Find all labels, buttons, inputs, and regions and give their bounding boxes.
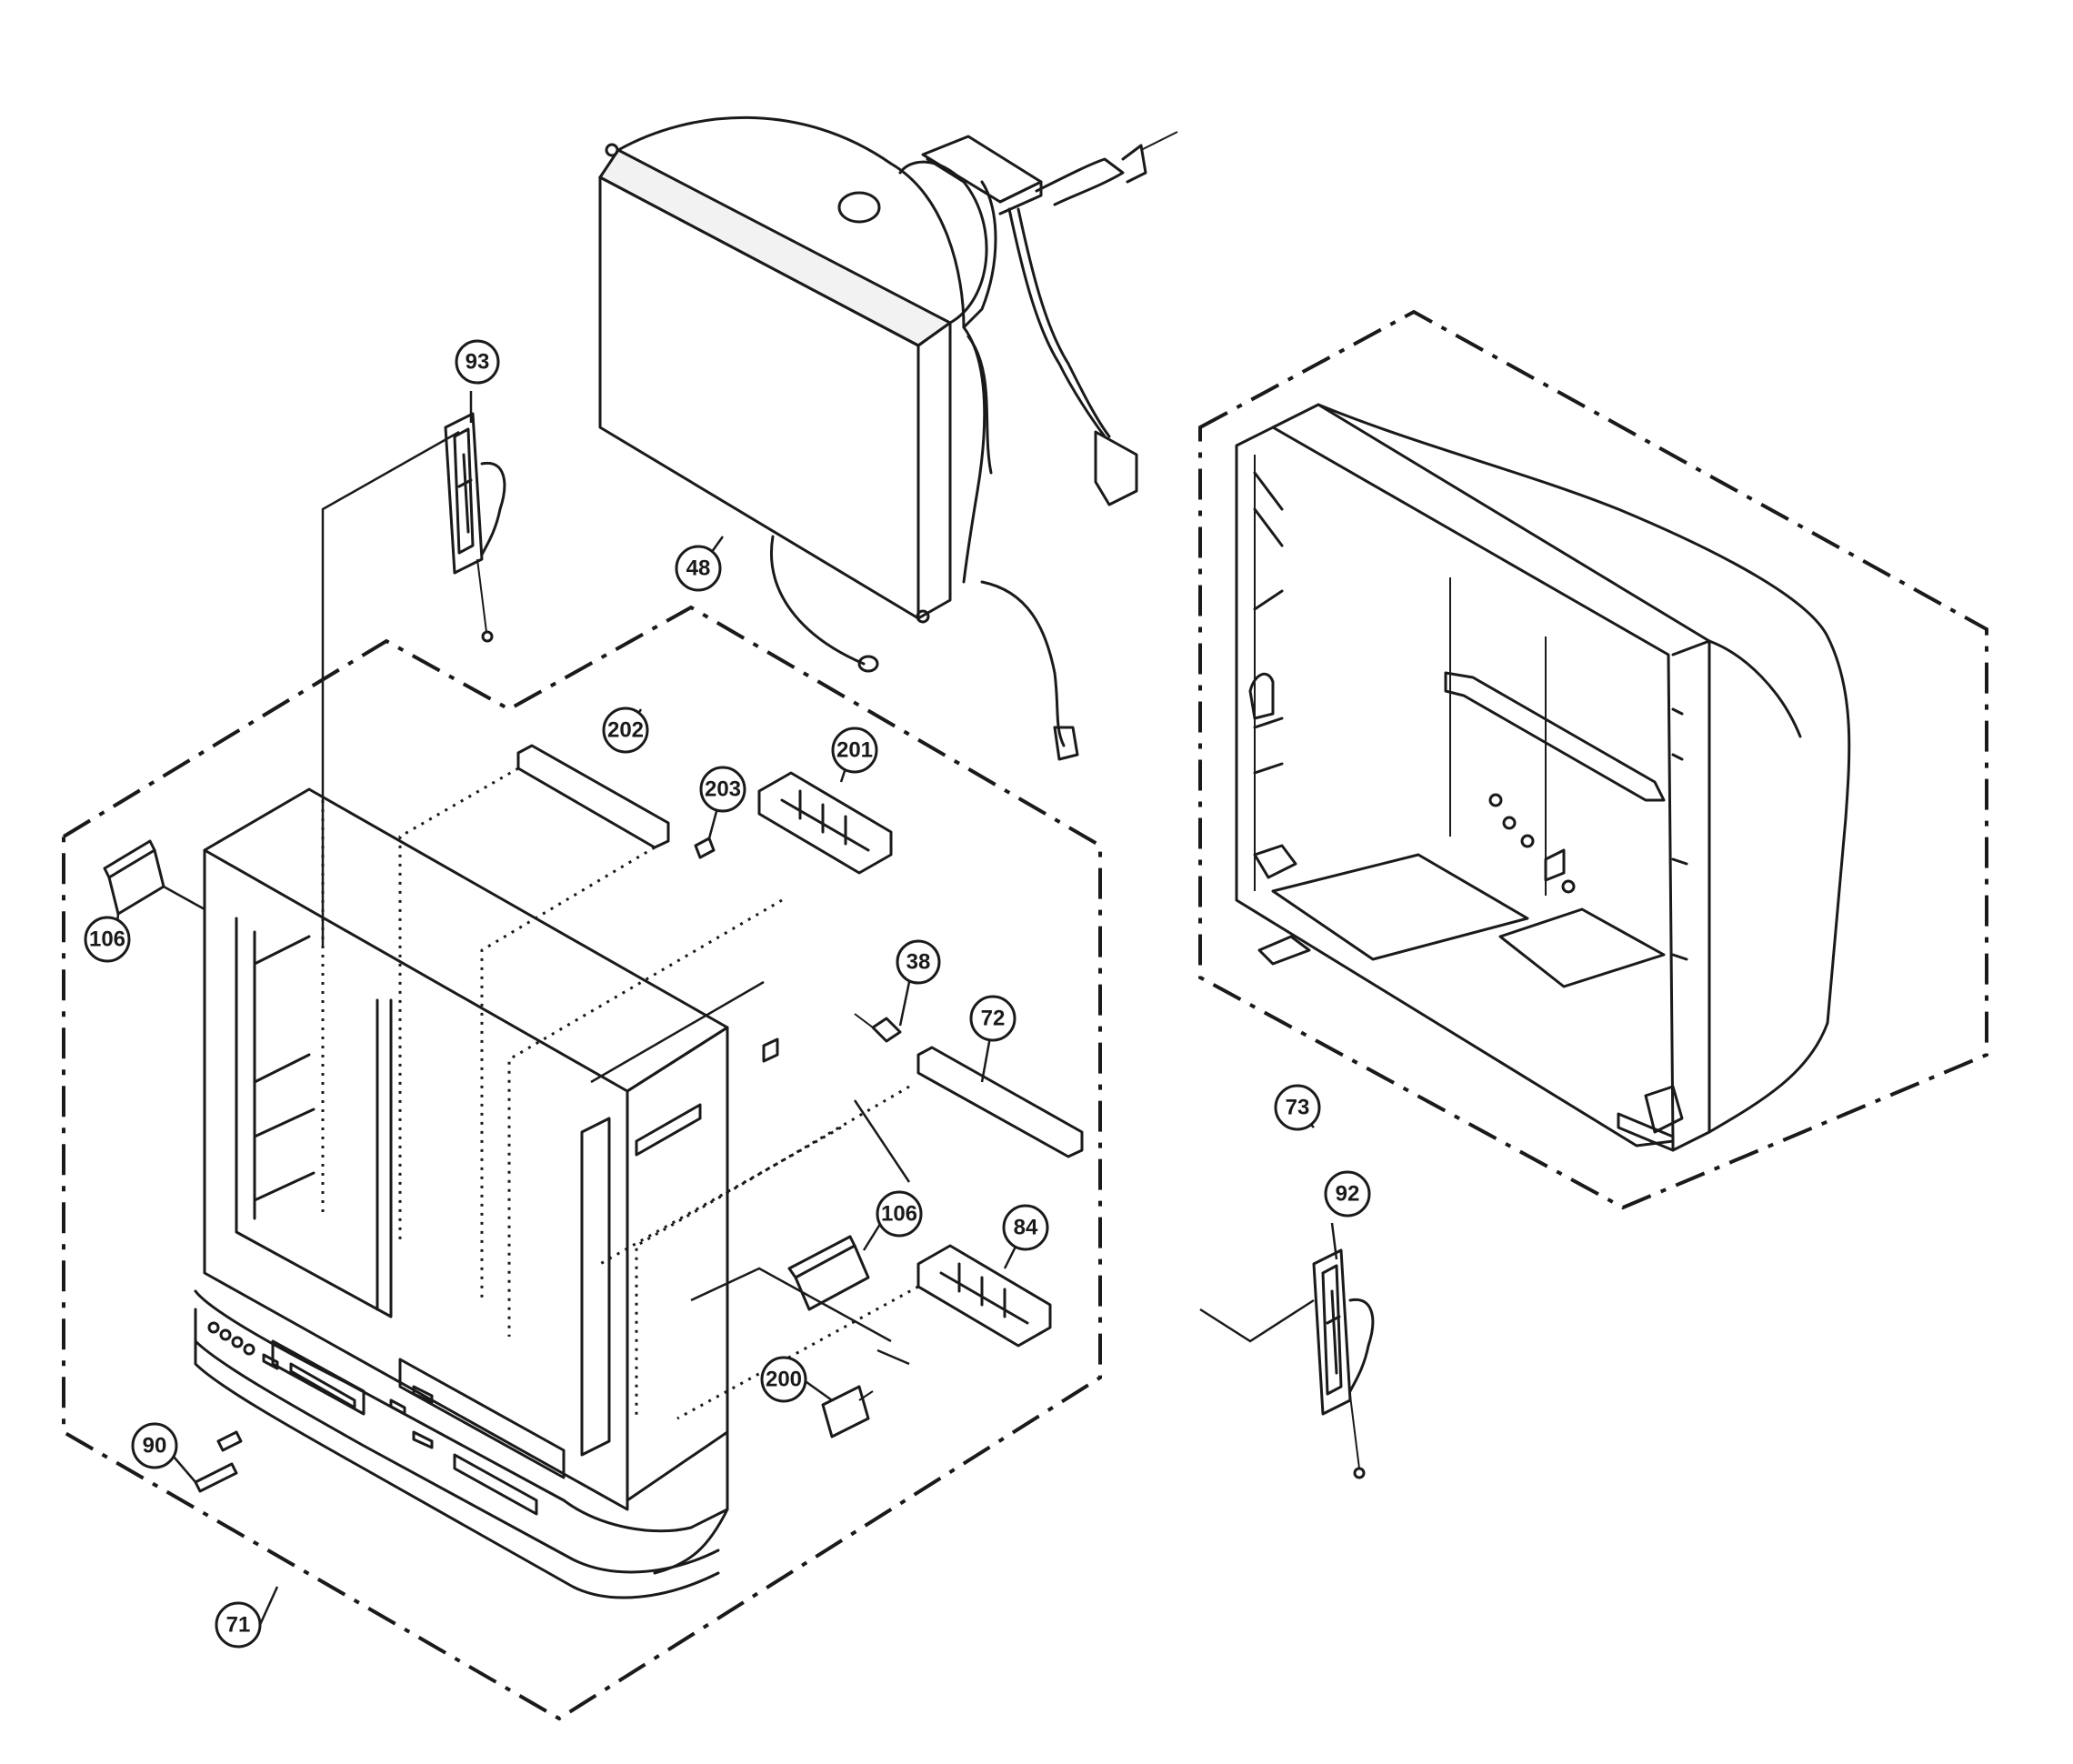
part-38 bbox=[854, 1013, 902, 1043]
board-202 bbox=[516, 744, 670, 849]
svg-text:203: 203 bbox=[705, 777, 741, 802]
leader-lines bbox=[112, 391, 1338, 1638]
back-cabinet-group-outline bbox=[1198, 309, 1988, 1210]
speaker-left bbox=[444, 412, 506, 643]
svg-text:202: 202 bbox=[607, 718, 644, 743]
svg-text:201: 201 bbox=[836, 738, 873, 763]
svg-text:84: 84 bbox=[1014, 1216, 1038, 1240]
callout-90: 90 bbox=[131, 1422, 178, 1469]
svg-text:93: 93 bbox=[466, 350, 490, 375]
connector-84 bbox=[916, 1244, 1052, 1348]
callout-92: 92 bbox=[1324, 1170, 1371, 1218]
part-200 bbox=[821, 1385, 874, 1438]
connector-201 bbox=[757, 771, 893, 875]
callout-73: 73 bbox=[1274, 1084, 1321, 1131]
alignment-lines bbox=[321, 767, 919, 1420]
callout-106-right: 106 bbox=[876, 1190, 923, 1238]
svg-text:92: 92 bbox=[1336, 1182, 1360, 1207]
svg-text:90: 90 bbox=[143, 1434, 167, 1458]
bracket-106-left bbox=[103, 839, 165, 916]
back-cabinet bbox=[1235, 403, 1851, 1152]
svg-text:71: 71 bbox=[226, 1613, 251, 1638]
callout-200: 200 bbox=[760, 1356, 807, 1403]
svg-text:106: 106 bbox=[89, 927, 125, 952]
callout-72: 72 bbox=[969, 995, 1016, 1042]
callout-201: 201 bbox=[831, 727, 878, 774]
svg-text:38: 38 bbox=[906, 950, 931, 975]
front-cabinet bbox=[194, 787, 779, 1599]
switch-203 bbox=[694, 837, 716, 859]
callout-48: 48 bbox=[675, 545, 722, 592]
front-cabinet-group-outline bbox=[62, 605, 1102, 1721]
speaker-right bbox=[1312, 1248, 1375, 1479]
svg-text:200: 200 bbox=[766, 1368, 802, 1392]
picture-tube bbox=[597, 115, 1178, 761]
callout-84: 84 bbox=[1002, 1204, 1049, 1251]
callout-38: 38 bbox=[896, 939, 941, 985]
callout-93: 93 bbox=[455, 339, 500, 385]
callout-202: 202 bbox=[602, 707, 649, 754]
svg-text:73: 73 bbox=[1286, 1096, 1310, 1120]
callout-71: 71 bbox=[215, 1601, 262, 1649]
callout-203: 203 bbox=[699, 766, 746, 813]
callout-106-left: 106 bbox=[84, 916, 131, 963]
svg-text:72: 72 bbox=[981, 1007, 1006, 1031]
svg-text:106: 106 bbox=[881, 1202, 917, 1227]
svg-text:48: 48 bbox=[686, 556, 711, 581]
bracket-106-right bbox=[787, 1235, 870, 1311]
part-90 bbox=[194, 1430, 243, 1493]
board-72 bbox=[916, 1046, 1084, 1158]
